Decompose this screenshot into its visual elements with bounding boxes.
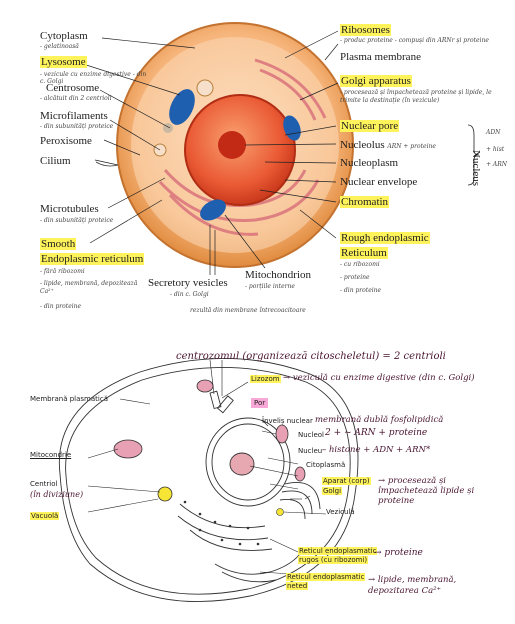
note-microfilaments: - din subunități proteice xyxy=(40,123,114,130)
label-nucleus-group: Nucleus xyxy=(470,150,482,187)
label-ser-2: neted xyxy=(286,582,309,590)
note-rer-1: - cu ribozomi xyxy=(340,261,380,268)
note-centrosome: - alcătuit din 2 centrioli xyxy=(40,95,112,102)
note-ser-1: - fără ribozomi xyxy=(40,268,85,275)
label-vacuola: Vacuolă xyxy=(30,512,60,520)
label-mitochondrion: Mitochondrion xyxy=(245,269,311,281)
label-rer-2: rugos (cu ribozomi) xyxy=(298,556,369,564)
label-mitocondrie: Mitocondrie xyxy=(30,451,72,459)
label-nuclear-envelope: Nuclear envelope xyxy=(340,176,418,188)
mitochondrion-3 xyxy=(200,199,226,221)
label-peroxisome: Peroxisome xyxy=(40,135,92,147)
label-membrana: Membrană plasmatică xyxy=(30,395,108,403)
bottom-cell-diagram xyxy=(58,358,359,603)
label-nuclear-pore: Nuclear pore xyxy=(340,120,400,132)
label-ribosomes: Ribosomes xyxy=(340,24,391,36)
label-centriol: Centriol xyxy=(30,480,58,488)
note-lysosome: - vezicule cu enzime digestive - din c. … xyxy=(40,71,147,85)
label-nucleolus: Nucleolus ARN + proteine xyxy=(340,139,436,151)
note-nucleu: – histone + ADN + ARN* xyxy=(322,445,431,455)
label-aparat-2: Golgi xyxy=(322,487,343,495)
note-nucleus-2: + hist xyxy=(486,146,505,153)
label-microtubules: Microtubules xyxy=(40,203,99,215)
label-rer: Rough endoplasmic xyxy=(340,232,430,244)
note-lizozom: → veziculă cu enzime digestive (din c. G… xyxy=(283,373,475,383)
note-ser-3: - din proteine xyxy=(40,303,82,310)
label-chromatin: Chromatin xyxy=(340,196,390,208)
label-vezicula: Veziculă xyxy=(326,508,355,516)
label-smooth: Smooth xyxy=(40,238,77,250)
note-nucleol: 2 + ~ ARN + proteine xyxy=(325,428,428,438)
top-cell-diagram xyxy=(79,22,480,275)
label-golgi: Golgi apparatus xyxy=(340,75,412,87)
note-mitochondrion-2: rezultă din membrane întrecoacitoare xyxy=(190,307,306,314)
nucleolus xyxy=(218,131,246,159)
note-invelis: membrană dublă fosfolipidică xyxy=(315,415,444,425)
label-por: Por xyxy=(251,398,269,408)
label-ser: Reticul endoplasmatic xyxy=(286,573,366,581)
note-ribosomes: - produc proteine - compuși din ARNr și … xyxy=(340,37,489,44)
label-rer: Reticul endoplasmatic xyxy=(298,547,378,555)
note-microtubules: - din subunități proteice xyxy=(40,217,114,224)
cell-outline xyxy=(58,358,359,603)
label-aparat: Aparat (corp) xyxy=(322,477,371,485)
note-aparat: → procesează și împachetează lipide și p… xyxy=(378,476,475,506)
label-microfilaments: Microfilaments xyxy=(40,110,108,122)
label-lysosome: Lysosome xyxy=(40,56,87,68)
label-cytoplasm: Cytoplasm xyxy=(40,30,88,42)
nucleolus-outline xyxy=(229,452,255,476)
note-rer-2: - proteine xyxy=(340,274,370,281)
note-ser: → lipide, membrană, depozitarea Ca²⁺ xyxy=(368,575,457,596)
label-rer-2: Reticulum xyxy=(340,247,388,259)
note-golgi: - procesează și împachetează proteine și… xyxy=(340,89,492,104)
note-ser-2: - lipide, membrană, depozitează Ca²⁺ xyxy=(40,280,138,295)
nucleus-outline xyxy=(205,417,291,507)
note-nucleus-3: + ARN xyxy=(486,161,508,168)
label-nucleoplasm: Nucleoplasm xyxy=(340,157,399,169)
label-lizozom: Lizozom xyxy=(250,375,281,383)
note-rer-3: - din proteine xyxy=(340,287,382,294)
note-nucleus-1: ADN xyxy=(486,129,501,136)
label-cilium: Cilium xyxy=(40,155,71,167)
note-mitochondrion: - porțiile interne xyxy=(245,283,295,290)
vacuole xyxy=(157,486,173,502)
header-centrozom: centrozomul (organizează citoscheletul) … xyxy=(176,351,446,362)
label-nucleol: Nucleol xyxy=(298,431,325,439)
label-secretory-vesicles: Secretory vesicles xyxy=(148,277,228,289)
label-plasma-membrane: Plasma membrane xyxy=(340,51,421,63)
label-ser: Endoplasmic reticulum xyxy=(40,253,145,265)
note-centriol: (în diviziune) xyxy=(30,490,84,499)
label-centrosome: Centrosome xyxy=(46,82,100,94)
note-rer: → proteine xyxy=(374,548,423,558)
mitochondrion-1 xyxy=(169,89,195,125)
note-secretory: - din c. Golgi xyxy=(170,291,209,298)
note-cytoplasm: - gelatinoasă xyxy=(40,43,79,50)
label-nucleu: Nucleu xyxy=(298,447,323,455)
label-invelis: Înveliș nuclear xyxy=(262,417,313,425)
label-citoplasma: Citoplasmă xyxy=(306,461,346,469)
